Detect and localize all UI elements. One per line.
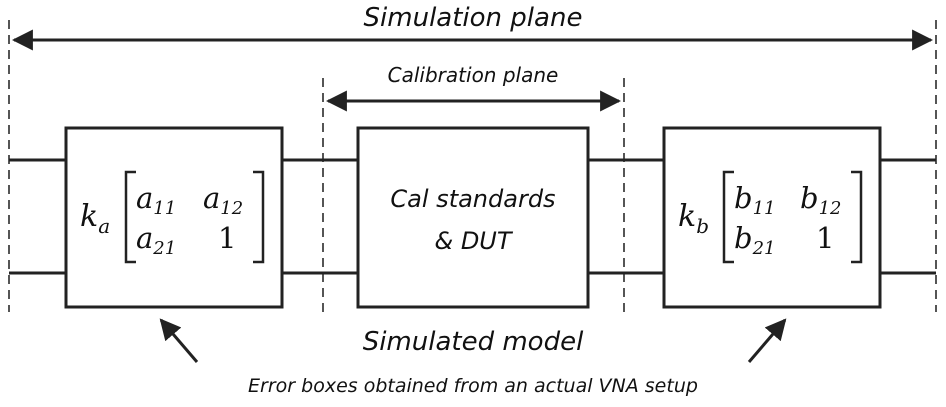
right-matrix-left-bracket xyxy=(722,170,734,264)
left-error-box-frame xyxy=(64,126,284,309)
left-pointer-arrow xyxy=(159,318,199,363)
right-error-box-frame xyxy=(662,126,882,309)
left-k-coefficient: ka xyxy=(80,199,110,238)
right-matrix-right-bracket xyxy=(851,170,863,264)
right-pointer-arrow xyxy=(747,318,787,363)
left-matrix-one: 1 xyxy=(218,221,236,255)
dut-label: & DUT xyxy=(434,227,513,255)
simulation-plane-label: Simulation plane xyxy=(364,3,583,33)
left-error-box: ka a11 a12 a21 1 xyxy=(64,126,284,309)
transmission-lines xyxy=(9,158,936,275)
cal-standards-box: Cal standards & DUT xyxy=(356,126,590,309)
left-matrix-a11: a11 xyxy=(136,181,176,219)
cal-standards-label: Cal standards xyxy=(390,185,555,213)
right-matrix-b12: b12 xyxy=(800,181,841,219)
right-matrix-b11: b11 xyxy=(734,181,775,219)
right-k-coefficient: kb xyxy=(678,199,709,238)
right-error-box: kb b11 b12 b21 1 xyxy=(662,126,882,309)
right-matrix-b21: b21 xyxy=(734,221,775,259)
left-matrix-a21: a21 xyxy=(136,221,176,259)
left-matrix-left-bracket xyxy=(124,170,136,264)
simulated-model-label: Simulated model xyxy=(363,327,584,357)
left-matrix-right-bracket xyxy=(253,170,265,264)
error-boxes-note: Error boxes obtained from an actual VNA … xyxy=(248,375,698,397)
cal-standards-box-frame xyxy=(356,126,590,309)
right-matrix-one: 1 xyxy=(816,221,834,255)
calibration-plane-label: Calibration plane xyxy=(388,63,559,87)
left-matrix-a12: a12 xyxy=(203,181,243,219)
